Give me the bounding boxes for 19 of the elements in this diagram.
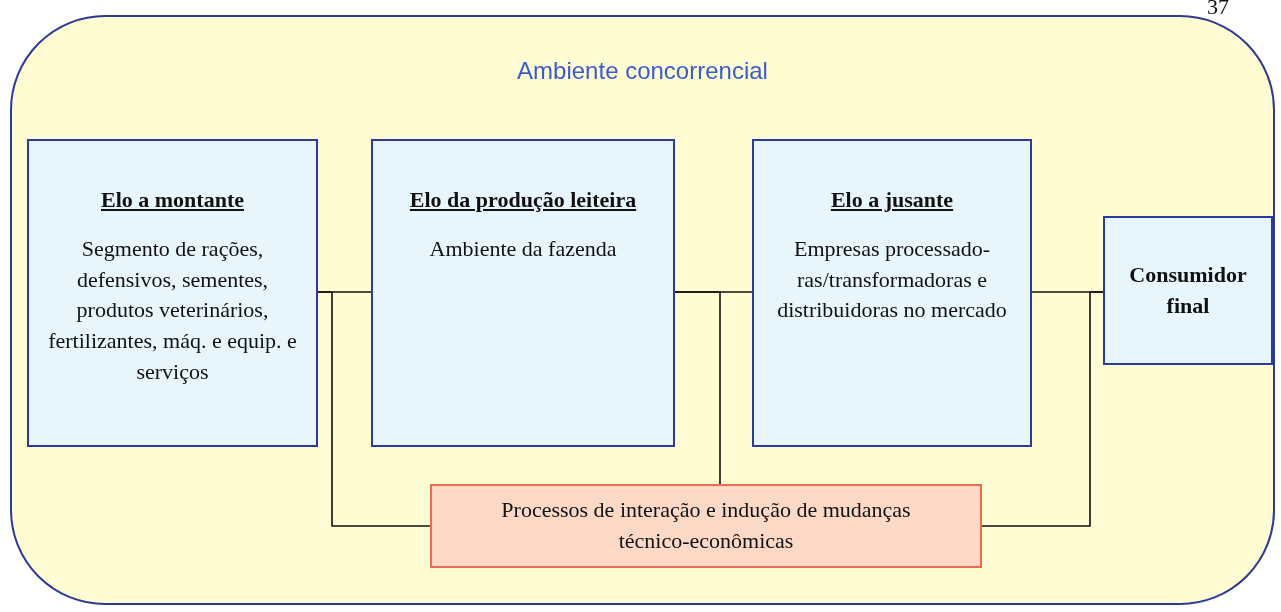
connector-line — [674, 291, 721, 485]
box-text: Processos de interação e indução de mudanças técnico-econômicas — [500, 496, 912, 555]
panel-title: Ambiente concorrencial — [516, 57, 769, 85]
page-number: 37 — [1207, 0, 1229, 20]
box-text: Ambiente da fazenda — [429, 234, 617, 263]
connector-line — [981, 291, 1104, 527]
box-heading: Elo a jusante — [830, 186, 954, 214]
environment-panel — [10, 15, 1275, 605]
box-text: Empresas processado- ras/transformadoras e distribuidoras no mercado — [776, 234, 1008, 325]
box-title: Consumidor final — [1128, 260, 1248, 320]
stage-box — [1103, 216, 1273, 365]
stage-box — [27, 139, 318, 447]
stage-box — [752, 139, 1032, 447]
process-box — [430, 484, 982, 568]
box-heading: Elo da produção leiteira — [409, 186, 637, 214]
box-heading: Elo a montante — [101, 186, 244, 214]
box-text: Segmento de rações, defensivos, sementes, produtos veterinários, fertilizantes, máq. e equip. e serviços — [47, 234, 298, 386]
stage-box — [371, 139, 675, 447]
connector-line — [317, 291, 431, 527]
